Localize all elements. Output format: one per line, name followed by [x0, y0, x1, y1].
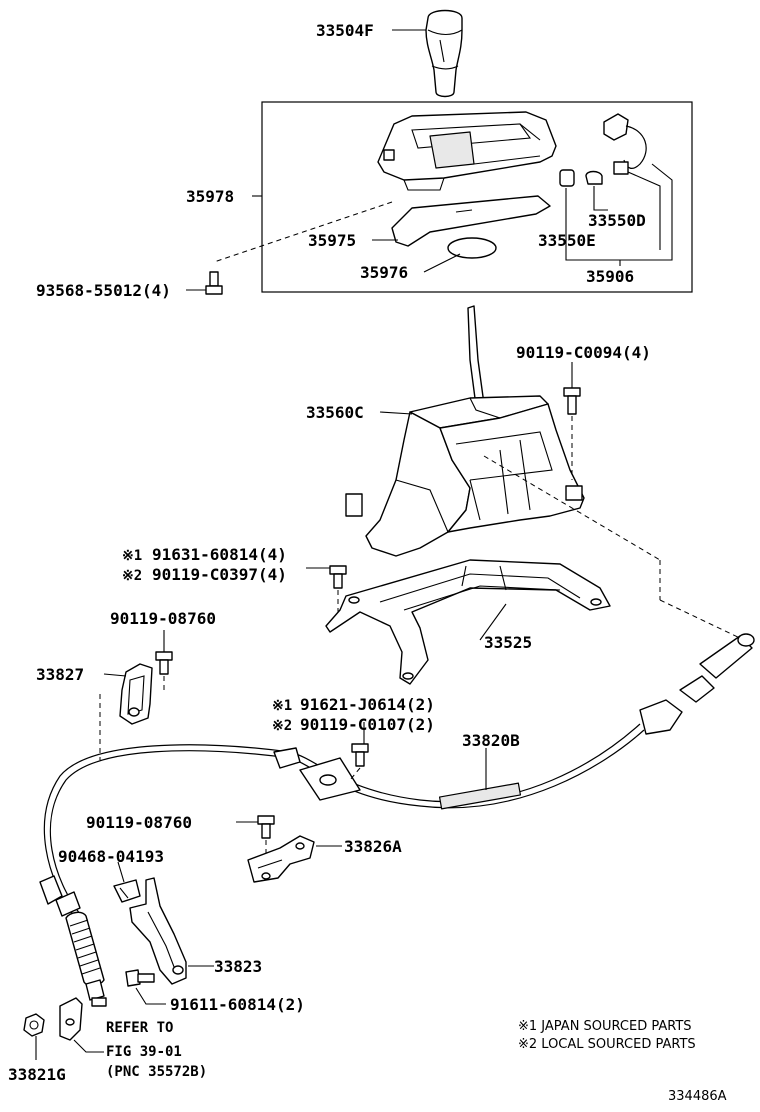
label-cover: 35976	[360, 263, 408, 282]
bolt-clip[interactable]	[155, 651, 173, 675]
diagram-id: 334486A	[668, 1089, 727, 1104]
label-mark1-a: ※1	[122, 548, 142, 564]
label-clip-468: 90468-04193	[58, 847, 164, 866]
note-local: ※2 LOCAL SOURCED PARTS	[518, 1037, 696, 1052]
bolt-823[interactable]	[125, 969, 155, 987]
label-bracket-base: 33525	[484, 633, 532, 652]
nut-821[interactable]	[23, 1013, 45, 1037]
label-wire: 35906	[586, 267, 634, 286]
label-bolt-mid2: 90119-C0107(2)	[300, 715, 435, 734]
label-bolt-clip: 90119-08760	[110, 609, 216, 628]
label-bracket-826: 33826A	[344, 837, 402, 856]
indicator-plate[interactable]	[391, 195, 551, 247]
label-bolt-826: 90119-08760	[86, 813, 192, 832]
clip-468[interactable]	[113, 879, 141, 903]
label-mark2-a: ※2	[122, 568, 142, 584]
bolt-j[interactable]	[329, 565, 347, 589]
label-plate: 35975	[308, 231, 356, 250]
bezel-assembly-box	[261, 101, 693, 293]
label-socket-e: 33550E	[538, 231, 596, 250]
label-bolt-823: 91611-60814(2)	[170, 995, 305, 1014]
bracket-823[interactable]	[129, 877, 187, 985]
base-bracket[interactable]	[325, 559, 611, 685]
label-bolt-j1: 91631-60814(4)	[152, 545, 287, 564]
label-clip-bracket: 33827	[36, 665, 84, 684]
label-cable: 33820B	[462, 731, 520, 750]
note-japan: ※1 JAPAN SOURCED PARTS	[518, 1019, 692, 1034]
shift-lever-assembly[interactable]	[345, 305, 585, 557]
control-lever[interactable]	[59, 997, 83, 1041]
bracket-826[interactable]	[247, 835, 315, 883]
shift-cable[interactable]	[43, 633, 755, 917]
wire-harness[interactable]	[603, 113, 647, 175]
bulb-socket-e[interactable]	[559, 169, 575, 187]
label-refer-3: (PNC 35572B)	[106, 1064, 207, 1080]
shift-knob[interactable]	[425, 9, 463, 98]
label-mark2-b: ※2	[272, 718, 292, 734]
label-nut-821: 33821G	[8, 1065, 66, 1084]
label-screw-top: 93568-55012(4)	[36, 281, 171, 300]
label-refer-1: REFER TO	[106, 1020, 173, 1036]
label-bolt-mid1: 91621-J0614(2)	[300, 695, 435, 714]
clip-bracket[interactable]	[119, 663, 153, 725]
label-shift-lever: 33560C	[306, 403, 364, 422]
cable-end-lower[interactable]	[39, 875, 107, 1007]
label-refer-2: FIG 39-01	[106, 1044, 182, 1060]
screw-top[interactable]	[205, 271, 223, 295]
bolt-826[interactable]	[257, 815, 275, 839]
cover-plate[interactable]	[447, 237, 497, 259]
label-bolt-base: 90119-C0094(4)	[516, 343, 651, 362]
bolt-mid[interactable]	[351, 743, 369, 767]
bolt-base[interactable]	[563, 387, 581, 415]
label-mark1-b: ※1	[272, 698, 292, 714]
label-bolt-j2: 90119-C0397(4)	[152, 565, 287, 584]
label-knob: 33504F	[316, 21, 374, 40]
label-bracket-823: 33823	[214, 957, 262, 976]
label-socket-d: 33550D	[588, 211, 646, 230]
bezel-housing[interactable]	[377, 111, 557, 191]
label-bezel: 35978	[186, 187, 234, 206]
bulb-socket-d[interactable]	[585, 170, 603, 185]
